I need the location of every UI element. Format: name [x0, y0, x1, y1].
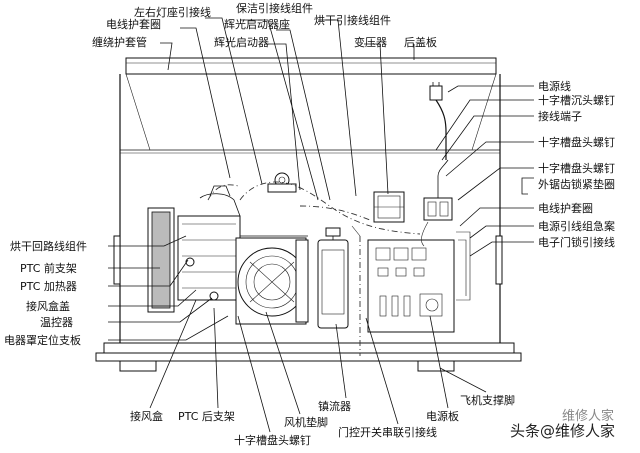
label-cross-pan-screw-2: 十字槽盘头螺钉	[538, 161, 615, 175]
glow-starter	[267, 172, 297, 193]
label-door-switch-lead: 门控开关串联引接线	[338, 425, 437, 439]
label-glow-starter-socket: 辉光启动器座	[224, 17, 290, 31]
leader-lines	[108, 17, 534, 433]
label-cross-pan-screw-bottom: 十字槽盘头螺钉	[234, 433, 311, 447]
label-air-box: 接风盒	[130, 409, 163, 423]
label-terminal: 接线端子	[538, 109, 582, 123]
watermark: 维修人家 头条@维修人家	[510, 408, 615, 440]
watermark-text: 头条@维修人家	[510, 422, 615, 440]
label-ptc-heater: PTC 加热器	[20, 280, 77, 293]
label-thermostat: 温控器	[40, 315, 73, 329]
fan-assembly	[235, 235, 309, 325]
label-cross-countersunk: 十字槽沉头螺钉	[538, 93, 615, 107]
label-rear-cover: 后盖板	[404, 35, 437, 49]
label-clean-lead-group: 保洁引接线组件	[236, 1, 313, 15]
label-power-lead-group: 电源引线组急案	[538, 219, 615, 233]
terminal-block	[421, 159, 453, 247]
label-transformer: 变压器	[354, 35, 387, 49]
label-left-lamp-lead: 左右灯座引接线	[134, 5, 211, 19]
label-door-lock-lead: 电子门锁引接线	[538, 235, 615, 249]
label-winding-sleeve: 缠绕护套管	[92, 35, 147, 49]
label-wire-sleeve-right: 电线护套圈	[538, 201, 593, 215]
housing	[95, 57, 522, 372]
label-dry-lead-group: 烘干引接线组件	[314, 13, 391, 27]
ptc-heater-assembly	[147, 185, 241, 313]
power-board	[359, 236, 455, 356]
label-ptc-rear-bracket: PTC 后支架	[178, 410, 235, 423]
label-fan-foot: 风机垫脚	[284, 415, 328, 429]
rear-cover-panel	[125, 73, 497, 151]
label-cover-bracket: 电器罩定位支板	[4, 333, 81, 347]
label-cross-pan-screw-1: 十字槽盘头螺钉	[538, 135, 615, 149]
power-cord	[429, 82, 447, 160]
wiring-harness	[207, 181, 471, 301]
transformer	[373, 191, 405, 223]
label-dry-loop-group: 烘干回路线组件	[10, 239, 87, 253]
label-ptc-front-bracket: PTC 前支架	[20, 261, 77, 275]
label-machine-foot: 飞机支撑脚	[460, 393, 515, 407]
label-glow-starter: 辉光启动器	[214, 35, 269, 49]
label-ext-lock-washer: 外锯齿锁紧垫圈	[538, 177, 615, 191]
label-ballast: 镇流器	[318, 399, 351, 413]
label-wire-sleeve-top: 电线护套圈	[106, 17, 161, 31]
watermark-faded: 维修人家	[562, 408, 614, 424]
label-power-cord: 电源线	[538, 79, 571, 93]
labels: 左右灯座引接线 电线护套圈 缠绕护套管 保洁引接线组件 辉光启动器座 辉光启动器…	[4, 1, 615, 447]
ballast	[317, 227, 349, 329]
label-air-box-cover: 接风盒盖	[26, 299, 70, 313]
label-power-board: 电源板	[426, 409, 459, 423]
